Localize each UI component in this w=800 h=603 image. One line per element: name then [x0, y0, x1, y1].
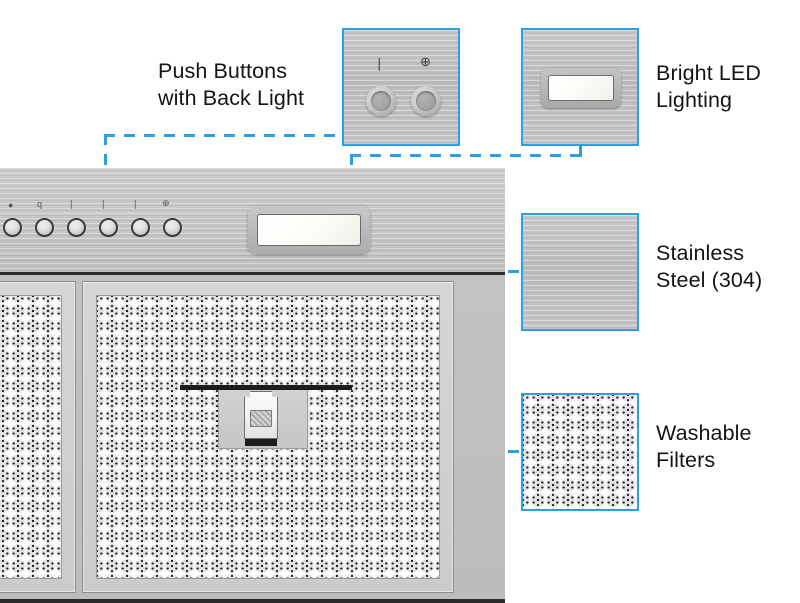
- hood-symbol-speed-1: ∣: [69, 199, 74, 209]
- swatch-stainless-steel: [521, 213, 639, 331]
- filter-slot: [180, 385, 352, 390]
- connector-led-horizontal: [350, 154, 582, 157]
- hood-led-lens: [257, 214, 361, 246]
- hood-button-timer[interactable]: [35, 218, 54, 237]
- hood-button-speed-1[interactable]: [67, 218, 86, 237]
- hood-button-speed-3[interactable]: [131, 218, 150, 237]
- hood-symbol-off: ●: [8, 200, 14, 210]
- hood-filter-housing: [0, 272, 505, 603]
- swatch-washable-filters: [521, 393, 639, 511]
- filter-latch-shadow: [245, 439, 277, 446]
- swatch-symbol-speed: ∣: [376, 56, 383, 71]
- swatch-symbol-light: ⊕: [420, 54, 431, 69]
- callout-label-bright-led: Bright LED Lighting: [656, 61, 761, 112]
- filter-mesh-left: [0, 295, 62, 579]
- range-hood-product-image: ● q ∣ ∣ ∣ ⊕: [0, 168, 505, 603]
- hood-symbol-light: ⊕: [162, 198, 170, 208]
- swatch-button-light[interactable]: [411, 86, 441, 116]
- filter-panel-left[interactable]: [0, 281, 76, 593]
- swatch-bright-led: [521, 28, 639, 146]
- hood-led-lamp: [248, 206, 370, 254]
- filter-latch-body: [244, 391, 278, 439]
- filter-panel-right[interactable]: [82, 281, 454, 593]
- hood-symbol-speed-2: ∣: [101, 199, 106, 209]
- swatch-filter-mesh: [523, 395, 637, 509]
- filter-latch-handle[interactable]: [244, 391, 278, 446]
- hood-button-speed-2[interactable]: [99, 218, 118, 237]
- connector-led-vertical-right: [579, 146, 582, 157]
- callout-label-stainless-steel: Stainless Steel (304): [656, 241, 763, 292]
- filter-mesh-right: [96, 295, 440, 579]
- swatch-led-lens: [548, 75, 614, 101]
- swatch-led-module: [541, 68, 621, 108]
- hood-button-off[interactable]: [3, 218, 22, 237]
- connector-push-buttons-horizontal: [104, 134, 344, 137]
- hood-symbol-timer: q: [37, 199, 43, 209]
- hood-button-light[interactable]: [163, 218, 182, 237]
- filter-latch-grip: [250, 410, 272, 427]
- swatch-button-speed[interactable]: [366, 86, 396, 116]
- swatch-push-buttons: ∣ ⊕: [342, 28, 460, 146]
- hood-symbol-speed-3: ∣: [133, 199, 138, 209]
- callout-label-washable-filters: Washable Filters: [656, 421, 752, 472]
- callout-label-push-buttons: Push Buttons with Back Light: [158, 59, 305, 110]
- hood-control-fascia: ● q ∣ ∣ ∣ ⊕: [0, 168, 505, 272]
